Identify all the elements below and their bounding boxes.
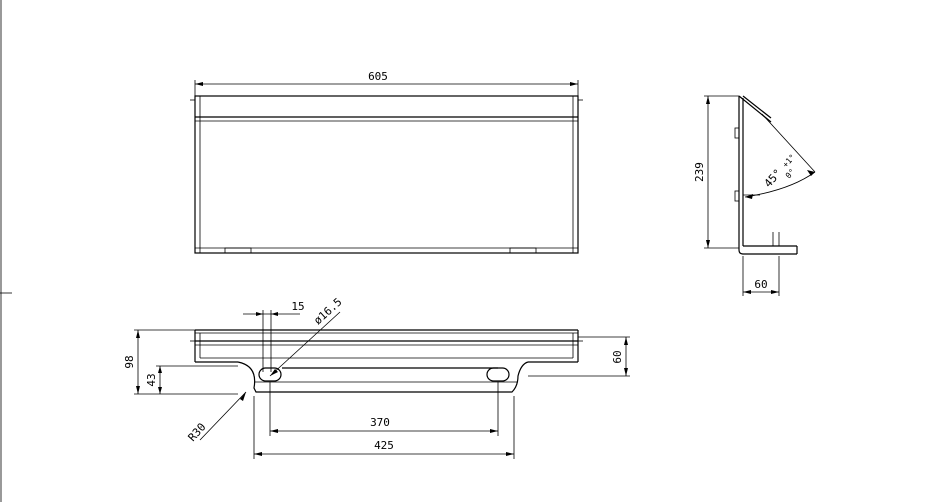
dim-slot-width: 15 (291, 300, 304, 313)
dim-front-right: 60 (611, 350, 624, 363)
sheet-border (0, 0, 12, 502)
dim-overall-bottom: 425 (374, 439, 394, 452)
dim-front-height: 98 (123, 355, 136, 368)
dim-side-depth: 60 (754, 278, 767, 291)
dim-angle-plus: +1° (781, 153, 797, 170)
dim-top-width: 605 (368, 70, 388, 83)
dim-hole-diameter: ø16.5 (311, 295, 344, 327)
dim-angle: 45° (762, 167, 785, 190)
side-view (704, 95, 816, 296)
dim-slot-spacing: 370 (370, 416, 390, 429)
top-view (190, 80, 583, 254)
dim-angle-minus: 0° (784, 167, 797, 180)
dim-front-lower: 43 (145, 373, 158, 386)
dim-radius: R30 (186, 421, 209, 444)
dim-side-height: 239 (693, 162, 706, 182)
front-view (134, 310, 630, 459)
